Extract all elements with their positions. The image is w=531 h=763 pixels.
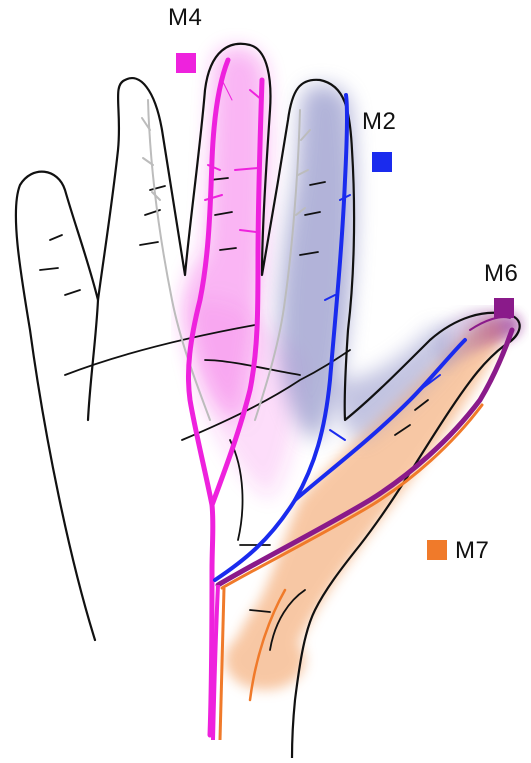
swatch-m6 xyxy=(494,298,514,318)
swatch-m2 xyxy=(372,152,392,172)
label-m4: M4 xyxy=(168,4,202,32)
nerve-trunk-orange xyxy=(220,588,224,740)
label-m7: M7 xyxy=(455,537,489,565)
label-m6: M6 xyxy=(484,260,518,288)
label-m2: M2 xyxy=(362,108,396,136)
swatch-m4 xyxy=(176,53,196,73)
swatch-m7 xyxy=(427,540,447,560)
